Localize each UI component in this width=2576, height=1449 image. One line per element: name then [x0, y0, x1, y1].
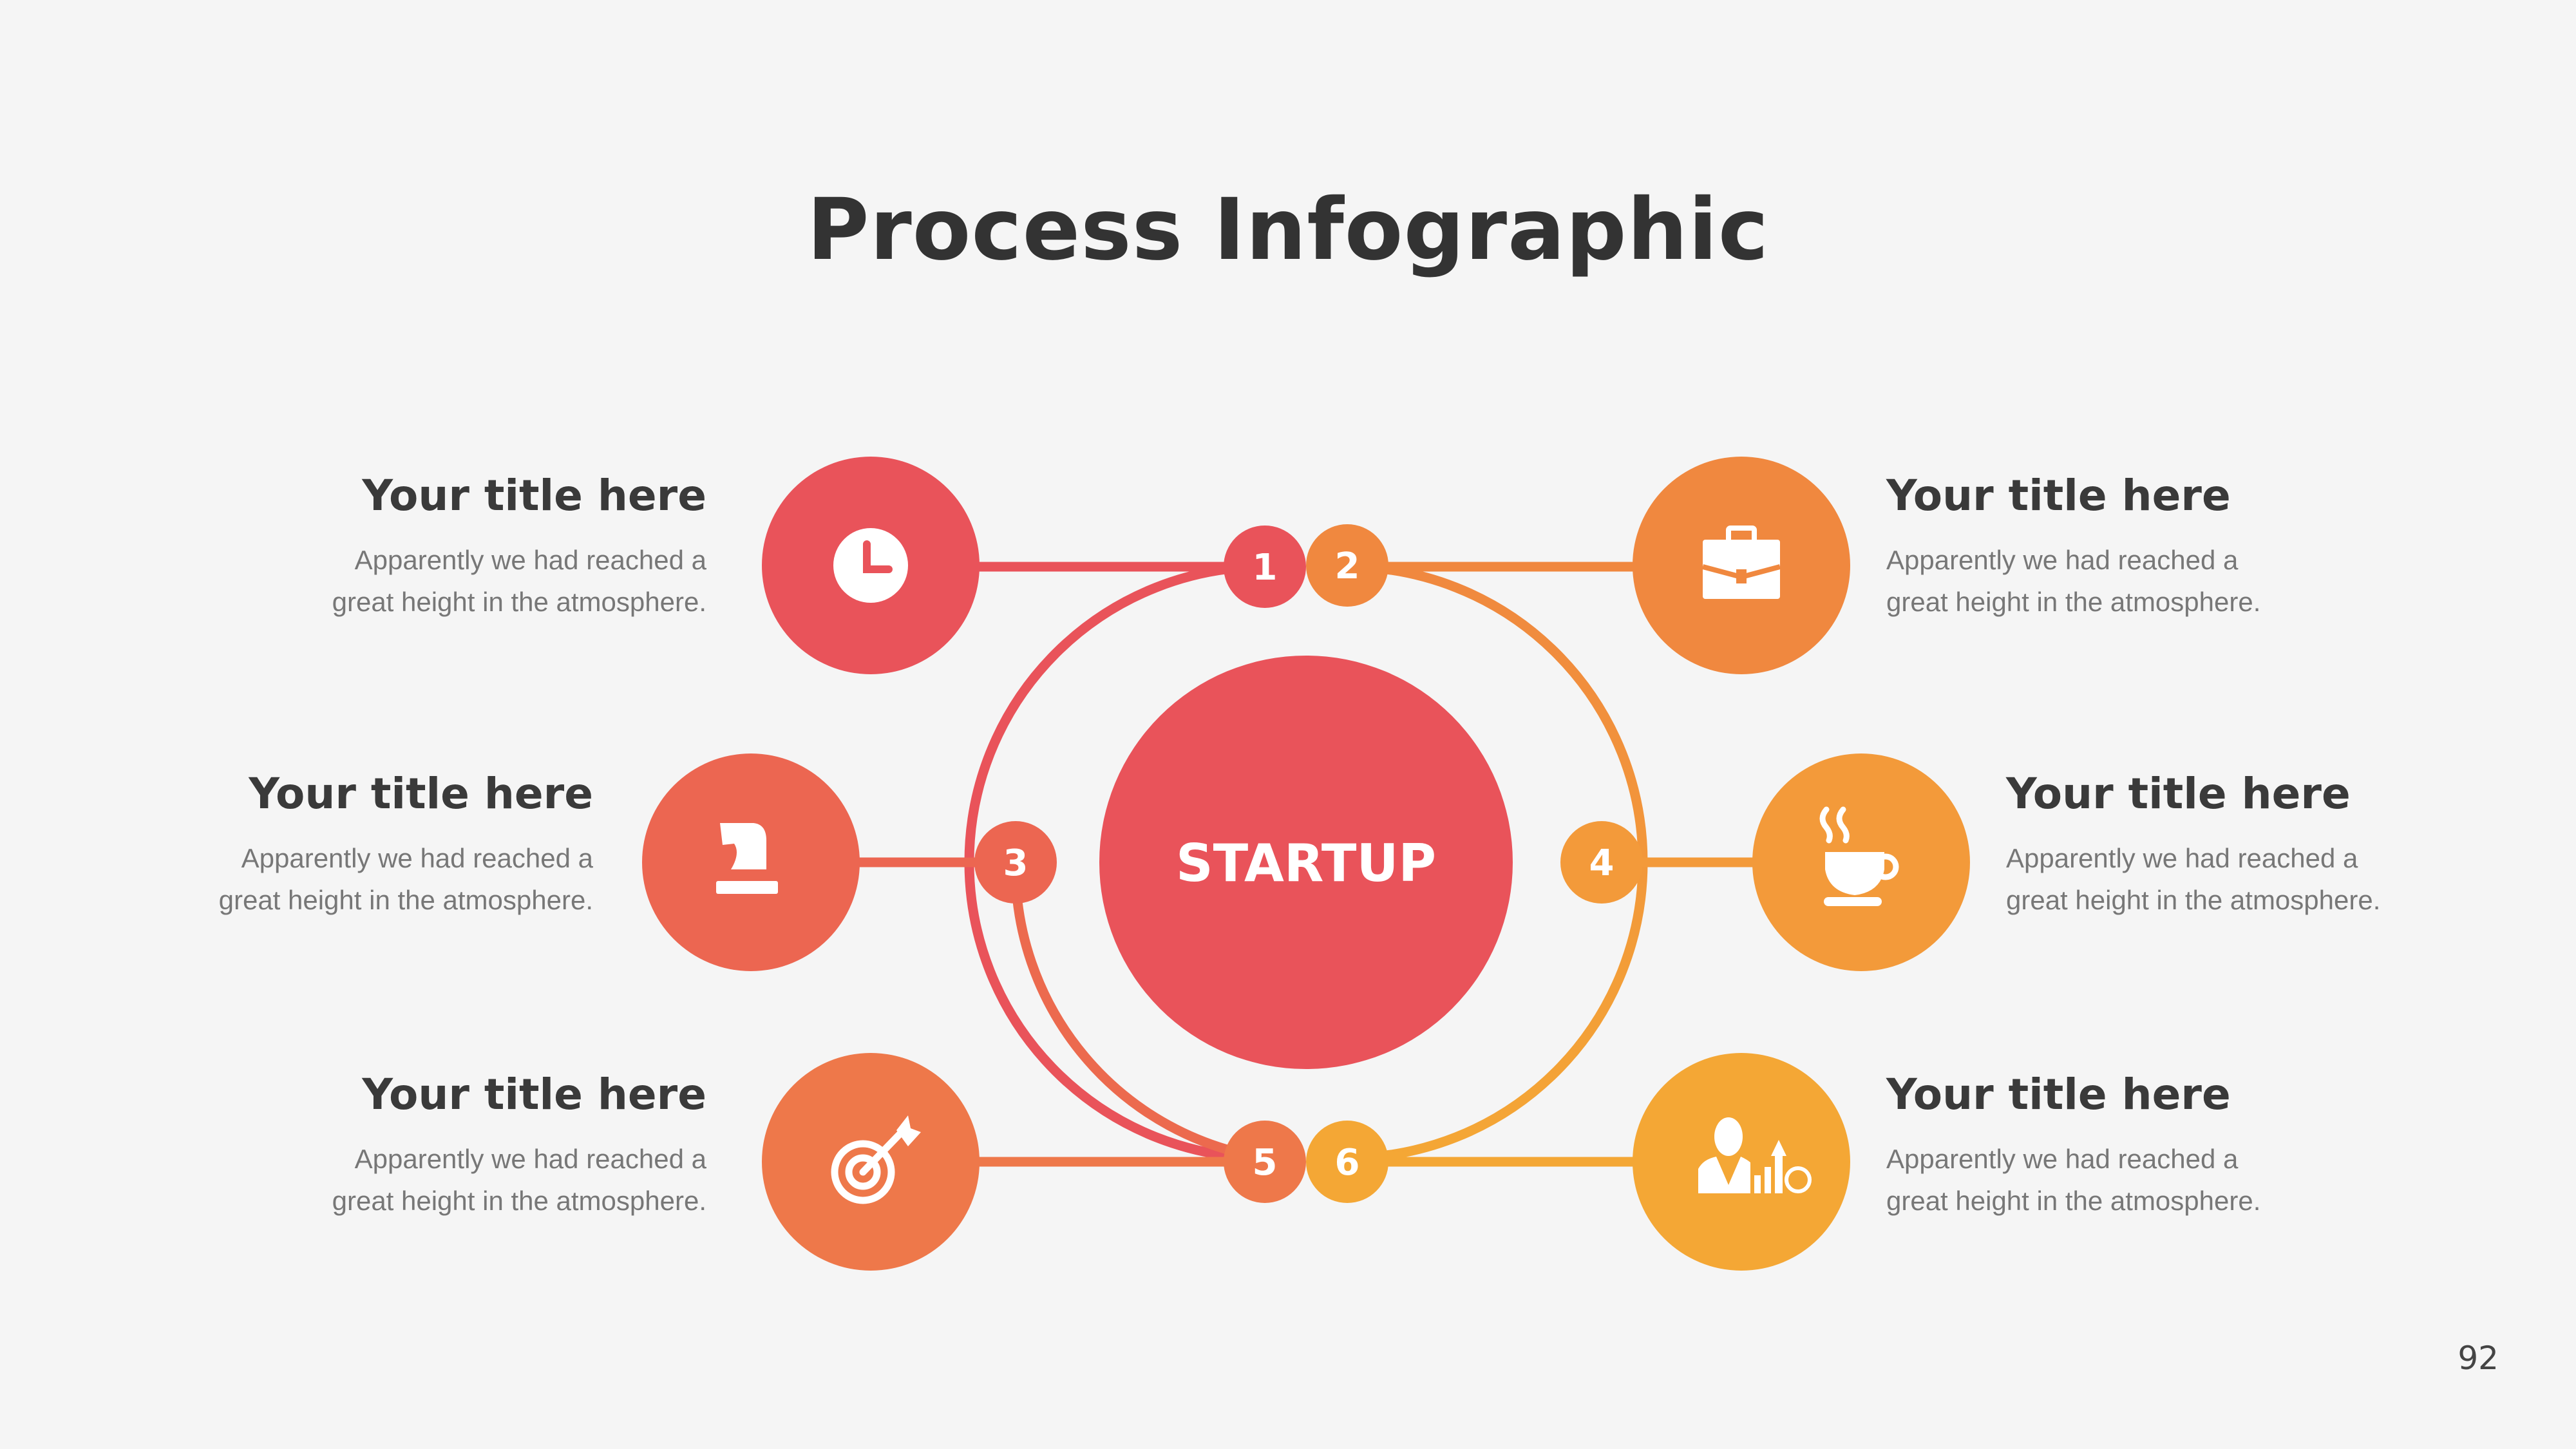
step-3-node — [642, 753, 860, 971]
clock-icon — [833, 528, 908, 603]
ring-left-arc-lower — [1010, 862, 1266, 1163]
step-4-text: Your title here Apparently we had reache… — [2006, 765, 2576, 921]
step-3-text: Your title here Apparently we had reache… — [14, 765, 593, 921]
step-6-node — [1633, 1053, 1850, 1271]
step-title: Your title here — [362, 471, 706, 520]
step-2-text: Your title here Apparently we had reache… — [1886, 467, 2466, 623]
target-dart-icon — [831, 1115, 921, 1204]
step-4-node — [1752, 753, 1970, 971]
step-desc-line2: great height in the atmosphere. — [218, 885, 593, 915]
step-title: Your title here — [362, 1070, 706, 1119]
step-desc-line1: Apparently we had reached a — [2006, 843, 2358, 873]
step-1-node — [762, 457, 980, 674]
step-desc-line2: great height in the atmosphere. — [1886, 1186, 2261, 1216]
page-number: 92 — [2458, 1340, 2499, 1377]
step-desc-line1: Apparently we had reached a — [241, 843, 593, 873]
step-title: Your title here — [1886, 471, 2231, 520]
step-desc-line1: Apparently we had reached a — [354, 545, 706, 575]
step-desc-line2: great height in the atmosphere. — [332, 587, 706, 617]
step-desc-line1: Apparently we had reached a — [1886, 545, 2239, 575]
step-desc-line1: Apparently we had reached a — [354, 1144, 706, 1174]
step-desc-line1: Apparently we had reached a — [1886, 1144, 2239, 1174]
step-badge-2: 2 — [1306, 524, 1388, 607]
step-title: Your title here — [249, 769, 593, 819]
svg-text:2: 2 — [1335, 545, 1360, 587]
page-title: Process Infographic — [806, 180, 1770, 279]
svg-text:1: 1 — [1253, 547, 1278, 589]
step-title: Your title here — [1886, 1070, 2231, 1119]
step-badge-6: 6 — [1306, 1121, 1388, 1203]
center-label: STARTUP — [1176, 833, 1436, 893]
svg-text:4: 4 — [1589, 842, 1615, 884]
svg-text:6: 6 — [1335, 1142, 1360, 1184]
step-5-text: Your title here Apparently we had reache… — [127, 1066, 706, 1222]
step-badge-1: 1 — [1224, 526, 1306, 608]
chess-knight-icon — [716, 823, 778, 894]
step-6-text: Your title here Apparently we had reache… — [1886, 1066, 2466, 1222]
svg-text:5: 5 — [1253, 1142, 1278, 1184]
step-badge-3: 3 — [974, 821, 1057, 904]
briefcase-icon — [1701, 526, 1781, 599]
businessman-growth-icon — [1698, 1117, 1812, 1193]
coffee-cup-icon — [1819, 806, 1899, 906]
step-2-node — [1633, 457, 1850, 674]
step-desc-line2: great height in the atmosphere. — [1886, 587, 2261, 617]
step-desc-line2: great height in the atmosphere. — [2006, 885, 2381, 915]
step-title: Your title here — [2006, 769, 2351, 819]
step-desc-line2: great height in the atmosphere. — [332, 1186, 706, 1216]
svg-text:3: 3 — [1003, 842, 1028, 884]
step-badge-4: 4 — [1560, 821, 1643, 904]
step-badge-5: 5 — [1224, 1121, 1306, 1203]
center-circle — [1099, 656, 1513, 1069]
step-1-text: Your title here Apparently we had reache… — [127, 467, 706, 623]
step-5-node — [762, 1053, 980, 1271]
